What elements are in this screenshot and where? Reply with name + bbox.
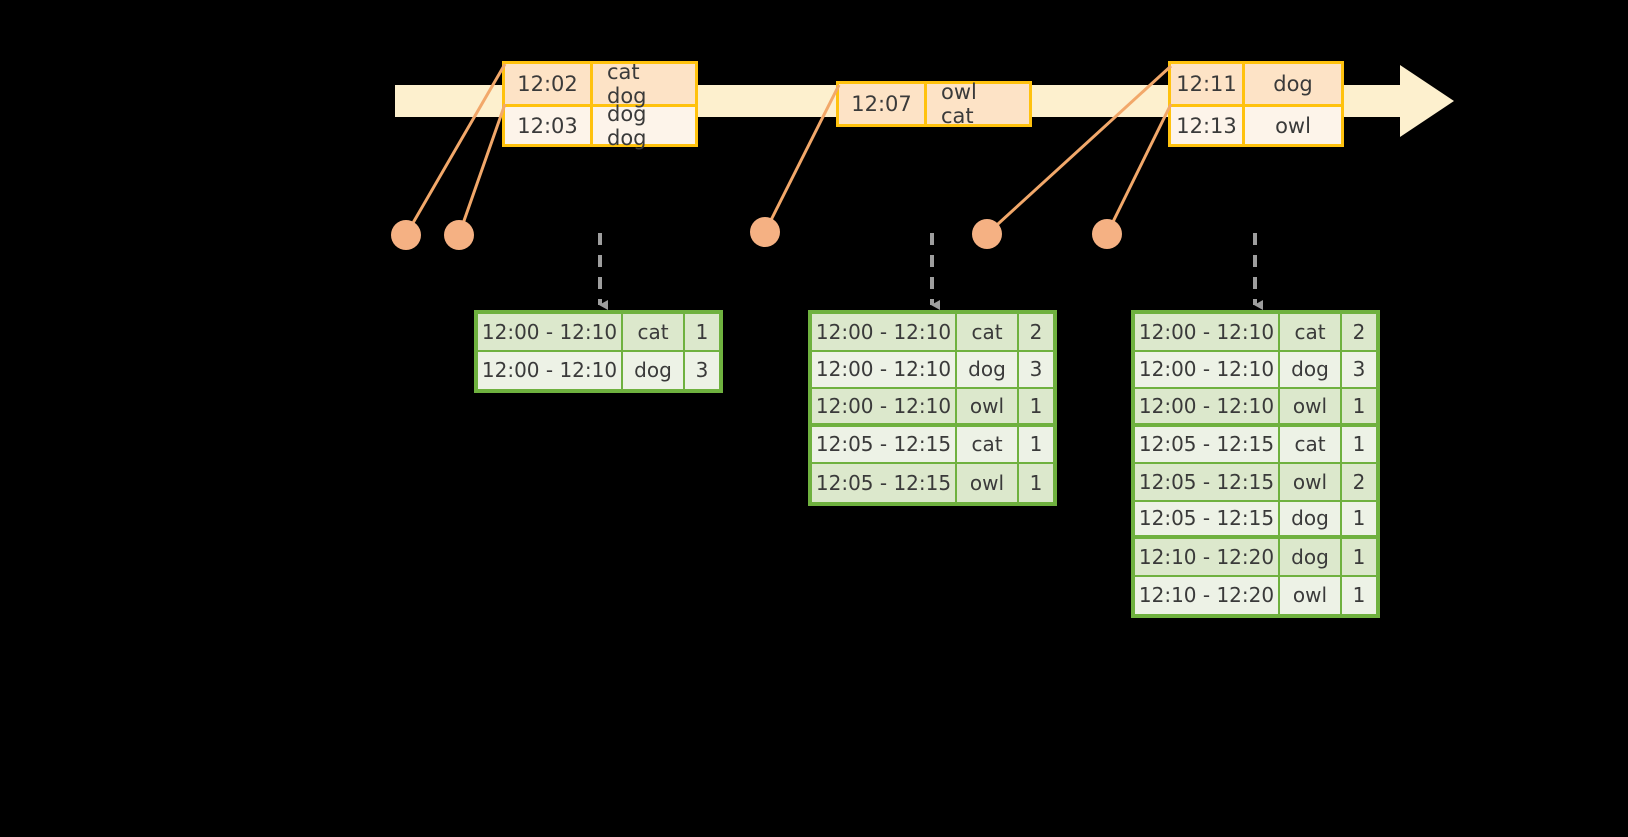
event-time: 12:02 — [505, 64, 593, 104]
table-row: 12:00 - 12:10 owl 1 — [1135, 389, 1376, 427]
key-cell: owl — [1280, 464, 1342, 500]
event-row: 12:13 owl — [1171, 104, 1341, 144]
key-cell: dog — [623, 351, 685, 389]
key-cell: dog — [1280, 351, 1342, 387]
window-cell: 12:00 - 12:10 — [478, 314, 623, 350]
window-cell: 12:00 - 12:10 — [1135, 314, 1280, 350]
key-cell: owl — [957, 464, 1019, 502]
event-text: dog — [1273, 72, 1313, 96]
event-row: 12:03 dog dog — [505, 101, 695, 150]
count-cell: 1 — [1029, 432, 1043, 457]
connector-dot-2-line — [457, 103, 507, 236]
key-cell: dog — [957, 351, 1019, 387]
window-cell: 12:05 - 12:15 — [1135, 501, 1280, 535]
flow-arrows — [598, 233, 1263, 310]
count-cell: 1 — [1029, 470, 1043, 495]
count-cell: 3 — [695, 358, 709, 383]
event-row: 12:07 owl cat — [839, 80, 1029, 128]
event-box-3[interactable]: 12:11 dog 12:13 owl — [1168, 61, 1344, 147]
key-cell: owl — [1280, 576, 1342, 614]
table-row: 12:00 - 12:10 cat 2 — [1135, 314, 1376, 352]
count-cell: 2 — [1029, 319, 1043, 344]
event-time: 12:11 — [1171, 64, 1245, 104]
count-cell: 1 — [1029, 393, 1043, 418]
connector-dot-2 — [444, 220, 474, 250]
table-row: 12:00 - 12:10 owl 1 — [812, 389, 1053, 427]
key-cell: cat — [623, 314, 685, 350]
key-cell: dog — [1280, 539, 1342, 575]
key-cell: dog — [1280, 501, 1342, 535]
window-cell: 12:05 - 12:15 — [812, 426, 957, 462]
window-cell: 12:00 - 12:10 — [812, 389, 957, 423]
table-row: 12:05 - 12:15 owl 2 — [1135, 464, 1376, 502]
window-cell: 12:10 - 12:20 — [1135, 539, 1280, 575]
event-time: 12:07 — [839, 84, 927, 124]
result-table-1[interactable]: 12:00 - 12:10 cat 1 12:00 - 12:10 dog 3 — [474, 310, 723, 393]
window-cell: 12:10 - 12:20 — [1135, 576, 1280, 614]
count-cell: 2 — [1352, 469, 1366, 494]
table-row: 12:10 - 12:20 dog 1 — [1135, 539, 1376, 577]
connector-dot-4 — [972, 219, 1002, 249]
count-cell: 3 — [1029, 357, 1043, 382]
table-row: 12:10 - 12:20 owl 1 — [1135, 576, 1376, 614]
count-cell: 1 — [1352, 544, 1366, 569]
event-text: dog dog — [607, 101, 647, 150]
key-cell: cat — [957, 426, 1019, 462]
connector-dot-1 — [391, 220, 421, 250]
key-cell: cat — [1280, 314, 1342, 350]
event-text: owl — [1275, 113, 1311, 138]
window-cell: 12:00 - 12:10 — [1135, 389, 1280, 423]
event-box-1[interactable]: 12:02 cat dog 12:03 dog dog — [502, 60, 698, 150]
count-cell: 1 — [695, 319, 709, 344]
table-row: 12:05 - 12:15 cat 1 — [1135, 426, 1376, 464]
key-cell: cat — [957, 314, 1019, 350]
table-row: 12:05 - 12:15 owl 1 — [812, 464, 1053, 502]
count-cell: 1 — [1352, 393, 1366, 418]
event-box-2[interactable]: 12:07 owl cat — [836, 80, 1032, 128]
window-cell: 12:00 - 12:10 — [1135, 351, 1280, 387]
connector-dots — [391, 217, 1122, 250]
result-table-3[interactable]: 12:00 - 12:10 cat 2 12:00 - 12:10 dog 3 … — [1131, 310, 1380, 618]
window-cell: 12:00 - 12:10 — [812, 314, 957, 350]
window-cell: 12:05 - 12:15 — [1135, 426, 1280, 462]
event-time: 12:03 — [505, 107, 593, 144]
connector-dot-3 — [750, 217, 780, 247]
table-row: 12:00 - 12:10 cat 2 — [812, 314, 1053, 352]
event-time: 12:13 — [1171, 107, 1245, 144]
table-row: 12:00 - 12:10 dog 3 — [812, 351, 1053, 389]
key-cell: cat — [1280, 426, 1342, 462]
table-row: 12:05 - 12:15 dog 1 — [1135, 501, 1376, 539]
table-row: 12:00 - 12:10 dog 3 — [1135, 351, 1376, 389]
event-text: owl cat — [941, 80, 977, 128]
event-text: cat dog — [607, 60, 647, 108]
key-cell: owl — [1280, 389, 1342, 423]
count-cell: 1 — [1352, 432, 1366, 457]
result-table-2[interactable]: 12:00 - 12:10 cat 2 12:00 - 12:10 dog 3 … — [808, 310, 1057, 506]
count-cell: 1 — [1352, 506, 1366, 531]
event-row: 12:02 cat dog — [505, 60, 695, 108]
table-row: 12:00 - 12:10 cat 1 — [478, 314, 719, 352]
connector-dot-5 — [1092, 219, 1122, 249]
count-cell: 3 — [1352, 357, 1366, 382]
connector-dot-5-line — [1105, 103, 1173, 235]
window-cell: 12:05 - 12:15 — [1135, 464, 1280, 500]
count-cell: 2 — [1352, 319, 1366, 344]
key-cell: owl — [957, 389, 1019, 423]
window-cell: 12:00 - 12:10 — [812, 351, 957, 387]
window-cell: 12:05 - 12:15 — [812, 464, 957, 502]
count-cell: 1 — [1352, 583, 1366, 608]
timeline-arrow-icon — [1400, 65, 1454, 137]
table-row: 12:00 - 12:10 dog 3 — [478, 351, 719, 389]
table-row: 12:05 - 12:15 cat 1 — [812, 426, 1053, 464]
event-row: 12:11 dog — [1171, 64, 1341, 104]
window-cell: 12:00 - 12:10 — [478, 351, 623, 389]
